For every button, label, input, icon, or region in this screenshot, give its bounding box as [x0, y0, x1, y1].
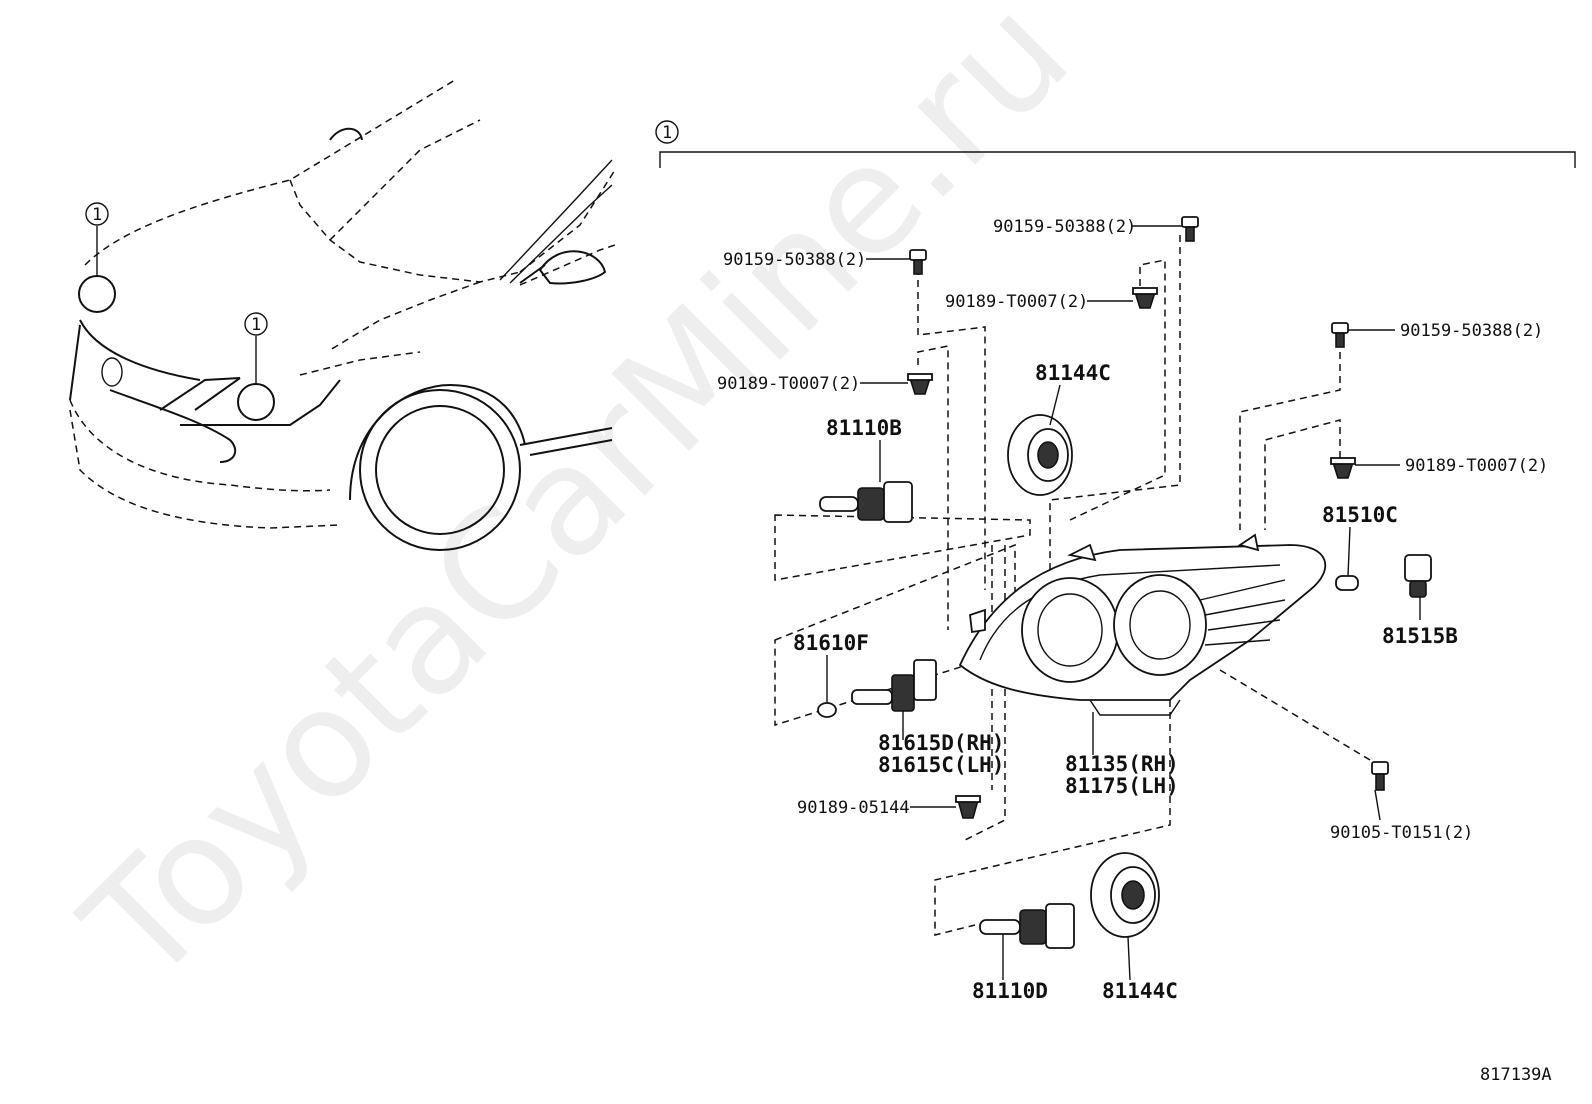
label-bolt-top-left[interactable]: 90159-50388(2): [723, 250, 866, 270]
label-screw-bottom[interactable]: 90105-T0151(2): [1330, 823, 1473, 843]
bulb-turn-icon[interactable]: [1335, 575, 1359, 591]
diagram-id: 817139A: [1480, 1065, 1552, 1085]
label-socket-rh[interactable]: 81615D(RH): [878, 731, 1004, 755]
label-headlamp-lh[interactable]: 81175(LH): [1065, 774, 1179, 798]
label-clip-top-center[interactable]: 90189-T0007(2): [945, 292, 1088, 312]
callout-number: 1: [662, 123, 672, 143]
bolt-top-center-icon[interactable]: [1181, 216, 1199, 242]
label-leaders: [826, 225, 1421, 981]
headlamp-assembly-icon[interactable]: [958, 533, 1327, 716]
clip-right-icon[interactable]: [1330, 457, 1356, 479]
label-clip-bottom[interactable]: 90189-05144: [797, 798, 910, 818]
label-bolt-top-center[interactable]: 90159-50388(2): [993, 217, 1136, 237]
bulb-high-icon[interactable]: [819, 481, 913, 523]
label-cover-bottom[interactable]: 81144C: [1102, 979, 1178, 1003]
label-bolt-right[interactable]: 90159-50388(2): [1400, 321, 1543, 341]
bulb-low-icon[interactable]: [979, 903, 1075, 949]
bolt-top-left-icon[interactable]: [909, 249, 927, 275]
callout-number: 1: [92, 205, 102, 225]
callout-number: 1: [251, 315, 261, 335]
label-clip-right[interactable]: 90189-T0007(2): [1405, 456, 1548, 476]
dust-cover-top-icon[interactable]: [1007, 414, 1073, 496]
screw-bottom-icon[interactable]: [1371, 761, 1389, 791]
label-headlamp-rh[interactable]: 81135(RH): [1065, 752, 1179, 776]
part-labels: 90159-50388(2) 90159-50388(2) 90159-5038…: [717, 217, 1548, 1003]
socket-side-icon[interactable]: [851, 659, 937, 712]
label-clip-left[interactable]: 90189-T0007(2): [717, 374, 860, 394]
socket-turn-icon[interactable]: [1404, 554, 1432, 598]
label-bulb-side[interactable]: 81610F: [793, 631, 869, 655]
label-socket-lh[interactable]: 81615C(LH): [878, 753, 1004, 777]
assembly-leaders: [774, 235, 1371, 936]
label-socket-turn[interactable]: 81515B: [1382, 624, 1458, 648]
clip-left-icon[interactable]: [907, 373, 933, 395]
label-bulb-low[interactable]: 81110D: [972, 979, 1048, 1003]
label-bulb-high[interactable]: 81110B: [826, 416, 902, 440]
label-bulb-turn[interactable]: 81510C: [1322, 503, 1398, 527]
clip-top-center-icon[interactable]: [1132, 287, 1158, 309]
assembly-bracket: 1: [655, 120, 1576, 168]
bulb-side-icon[interactable]: [817, 702, 837, 718]
clip-bottom-icon[interactable]: [955, 795, 981, 819]
car-overview: 1 1: [69, 79, 616, 551]
dust-cover-bottom-icon[interactable]: [1090, 852, 1160, 938]
label-cover-top[interactable]: 81144C: [1035, 361, 1111, 385]
bolt-right-icon[interactable]: [1331, 322, 1349, 348]
